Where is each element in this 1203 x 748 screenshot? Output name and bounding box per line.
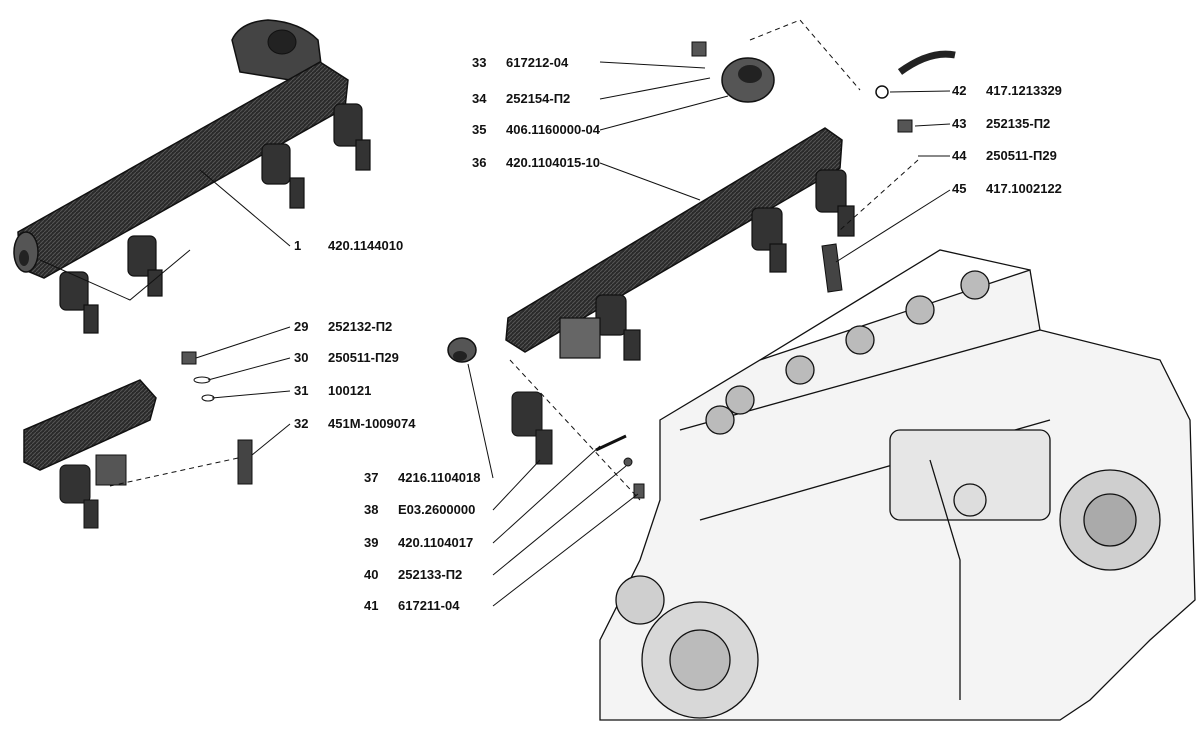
- injector-parts: [447, 337, 645, 499]
- engine-block: [599, 249, 1196, 721]
- fuel-rail-assembly-main: [13, 19, 371, 334]
- fuel-rail-detail-left: [23, 351, 253, 529]
- leader-lines: [195, 19, 951, 607]
- injector: [59, 103, 371, 334]
- fuel-rail-assembly-right: [505, 41, 956, 361]
